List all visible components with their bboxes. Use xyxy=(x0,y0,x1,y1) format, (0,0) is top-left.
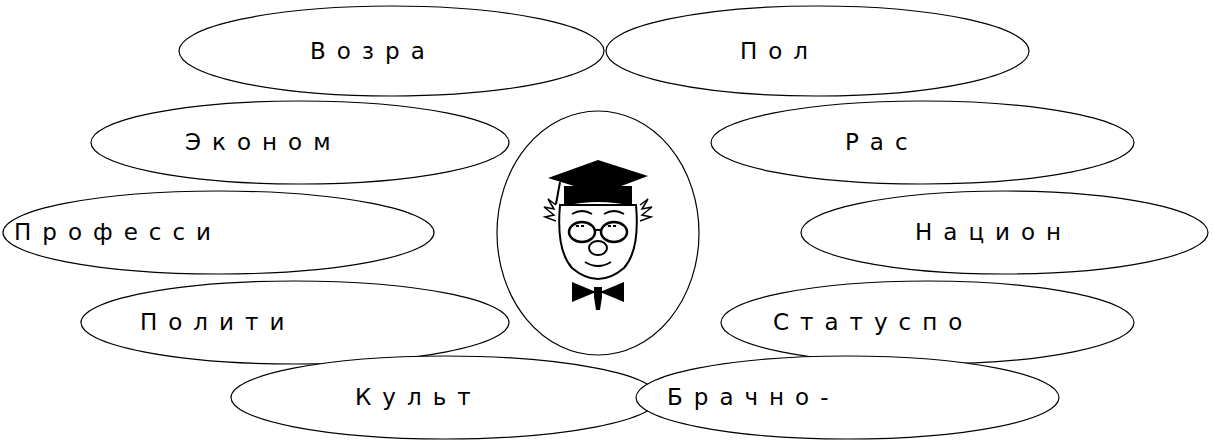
topic-ellipse: Культ xyxy=(230,355,660,440)
topic-ellipse: Брачно- xyxy=(635,355,1060,440)
topic-label: Национ xyxy=(915,221,1072,244)
topic-label: Статуспо xyxy=(773,311,973,334)
topic-ellipse: Професси xyxy=(2,190,435,275)
topic-label: Брачно- xyxy=(667,386,839,409)
topic-label: Професси xyxy=(14,221,222,244)
ellipse-outline xyxy=(710,100,1135,185)
topic-label: Полити xyxy=(140,311,295,334)
topic-label: Пол xyxy=(740,40,819,63)
topic-ellipse: Возра xyxy=(178,5,605,97)
professor-icon xyxy=(544,160,652,310)
topic-ellipse: Рас xyxy=(710,100,1135,185)
center-ellipse xyxy=(497,111,699,355)
topic-ellipse: Полити xyxy=(80,280,510,365)
topic-label: Рас xyxy=(845,131,919,154)
topic-ellipse: Пол xyxy=(605,5,1030,97)
topic-label: Культ xyxy=(355,386,482,409)
topic-ellipse: Статуспо xyxy=(720,280,1135,365)
topic-ellipse: Национ xyxy=(800,190,1209,275)
topic-label: Эконом xyxy=(185,131,341,154)
topic-ellipse: Эконом xyxy=(90,100,510,185)
topic-label: Возра xyxy=(310,40,436,63)
